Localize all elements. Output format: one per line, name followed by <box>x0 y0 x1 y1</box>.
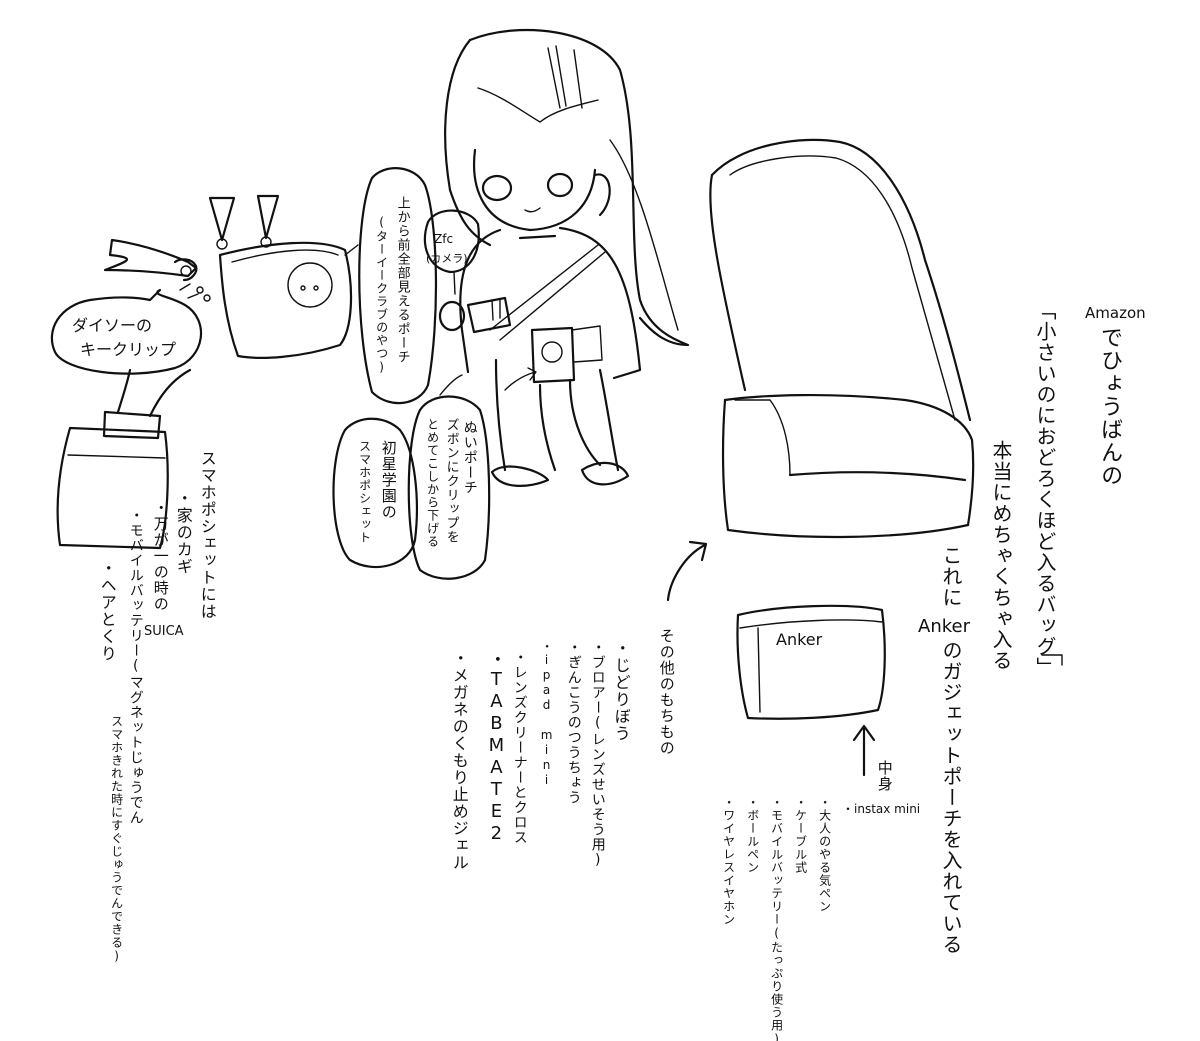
inside-item-battery: ・モバイルバッテリー(たっぷり使う用) <box>769 796 784 1041</box>
phone-pochette-drawing <box>56 368 192 550</box>
pouch-bubble-outline <box>358 167 438 405</box>
camera-bubble-outline <box>423 209 480 274</box>
phone-content-battery: ・モバイルバッテリー(マグネットじゅうでん <box>127 508 144 825</box>
keyclip-label-1: ダイソーの <box>72 316 153 335</box>
phone-content-battery-note: スマホきれた時にすぐじゅうでんできる) <box>109 715 124 964</box>
nui-pouch-label-1: ぬいポーチ <box>461 420 478 495</box>
pouch-label-2: (ターイークラブのやつ) <box>374 215 389 375</box>
phone-content-suica-1: ・万が一の時の <box>151 500 170 612</box>
other-item-gel: ・メガネのくもり止めジェル <box>449 650 469 871</box>
character-drawing <box>438 28 690 487</box>
other-heading: その他のもちもの <box>657 628 676 756</box>
bag-comment: 本当にめちゃくちゃ入る <box>989 440 1013 671</box>
bag-title-amazon: Amazon <box>1085 304 1146 322</box>
pochette-label-1: 初星学園の <box>379 440 398 520</box>
nui-pouch-label-2: ズボンにクリップを <box>443 418 459 544</box>
camera-label-1: Zfc <box>434 232 454 246</box>
inside-label: 中身 <box>875 760 894 792</box>
bag-title-line: でひょうばんの <box>1097 326 1123 487</box>
keyclip-bubble-outline <box>50 288 203 375</box>
nui-pouch-bubble-outline <box>407 395 491 580</box>
inside-item-instax: ・instax mini <box>842 802 921 816</box>
other-item-selfie-stick: ・じどりぼう <box>611 640 631 742</box>
other-item-ipad: ・ipad mini <box>539 640 554 788</box>
other-item-bankbook: ・ぎんこうのつうちょう <box>565 640 582 805</box>
anker-line-2: のガジェットポーチを入れている <box>939 640 963 955</box>
anker-pouch-logo: Anker <box>776 630 823 649</box>
inside-item-earphones: ・ワイヤレスイヤホン <box>721 796 736 926</box>
key-clip-drawing <box>103 238 211 302</box>
other-item-lens-cleaner: ・レンズクリーナーとクロス <box>511 650 528 845</box>
anker-pouch-drawing <box>736 604 886 720</box>
phone-contents-heading: スマホポシェットには <box>197 450 217 620</box>
camera-label-2: (カメラ) <box>426 252 468 265</box>
keyclip-label-2: キークリップ <box>80 340 177 359</box>
phone-content-hair: ・ヘアとくり <box>97 560 117 662</box>
pochette-bubble-outline <box>332 417 418 569</box>
inside-item-pen: ・大人のやる気ペン <box>817 796 832 913</box>
phone-content-suica-2: SUICA <box>144 624 184 639</box>
other-item-blower: ・ブロアー(レンズせいそう用) <box>589 640 606 869</box>
inside-item-ballpen: ・ボールペン <box>745 796 760 874</box>
nui-pouch-label-3: とめてこしから下げる <box>425 418 440 548</box>
big-bag-drawing <box>709 138 975 539</box>
inside-item-cable: ・ケーブル式 <box>793 796 808 874</box>
anker-word: Anker <box>918 616 970 637</box>
bag-quote: 「小さいのにおどろくほど入るバッグ」 <box>1033 300 1057 678</box>
pouch-label-1: 上から前全部見えるポーチ <box>394 196 410 364</box>
other-item-tabmate: ・TABMATE2 <box>485 650 507 845</box>
pochette-label-2: スマホポシェット <box>357 440 372 544</box>
clear-pouch-drawing <box>208 194 353 359</box>
phone-content-key: ・家のカギ <box>173 490 193 575</box>
anker-line-1: これに <box>939 545 963 608</box>
